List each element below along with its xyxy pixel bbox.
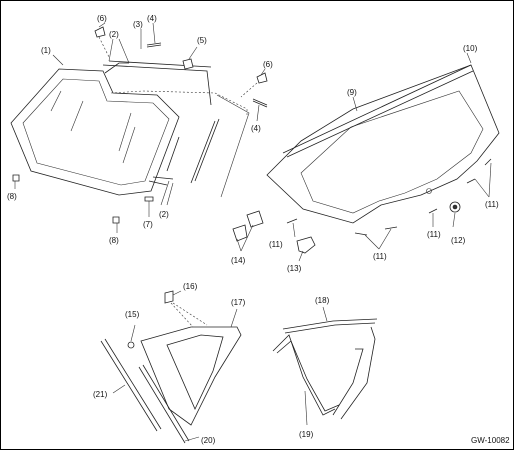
callout-18: (18) (315, 296, 330, 305)
windshield-group (10, 26, 268, 224)
dam-rubber-upper (104, 62, 129, 74)
part-11-clip-b (354, 232, 368, 236)
callout-2-upper: (2) (109, 30, 119, 39)
part-11-clip-d (466, 178, 476, 184)
part-6-upper (94, 26, 106, 38)
side-molding-right (190, 120, 216, 184)
callout-6-right: (6) (263, 60, 273, 69)
part-11-clip-c (428, 208, 438, 214)
windshield-frame-outline (110, 90, 248, 115)
callout-7: (7) (143, 220, 153, 229)
part-11-clip-a (286, 218, 298, 224)
windshield-glass (10, 68, 180, 196)
callout-labels: (1) (2) (3) (4) (5) (6) (6) (4) (2) (7) … (7, 14, 499, 445)
rear-molding-top (282, 64, 472, 154)
callout-13: (13) (287, 264, 302, 273)
callout-1: (1) (41, 46, 51, 55)
quarter-glass-group (100, 290, 378, 444)
callout-11-mid: (11) (427, 230, 441, 239)
part-4-upper (146, 42, 162, 46)
dam-rubber-lower (148, 180, 168, 186)
part-15-clip (127, 341, 135, 349)
callout-11-right: (11) (485, 200, 499, 209)
callout-5: (5) (197, 36, 207, 45)
quarter-glass-window (166, 334, 224, 410)
part-16-bracket (164, 290, 174, 304)
callout-16: (16) (183, 282, 198, 291)
leader-lines (14, 22, 492, 442)
callout-8-bottom: (8) (109, 236, 119, 245)
part-5-clip (182, 58, 194, 70)
callout-4-lower: (4) (251, 124, 261, 133)
part-13-stopper (296, 236, 316, 254)
quarter-molding-18 (282, 318, 378, 330)
callout-2-lower: (2) (159, 210, 169, 219)
rear-glass (266, 64, 500, 224)
windshield-inner-edge (22, 78, 170, 186)
callout-4-upper: (4) (147, 14, 157, 23)
part-4-lower (252, 98, 268, 106)
callout-6-upper: (6) (97, 14, 107, 23)
callout-9: (9) (347, 88, 357, 97)
callout-11-left: (11) (269, 240, 283, 249)
callout-3: (3) (133, 20, 143, 29)
callout-14: (14) (231, 256, 246, 265)
quarter-molding-21 (100, 340, 158, 432)
part-14-connector-a (232, 224, 248, 242)
part-14-connector-b (246, 210, 264, 228)
quarter-molding-20 (138, 366, 186, 444)
part-7-spacer (144, 196, 154, 202)
rear-glass-inner (300, 90, 484, 214)
callout-17: (17) (231, 298, 246, 307)
callout-19: (19) (299, 430, 314, 439)
callout-12: (12) (451, 236, 466, 245)
windshield-molding-top (102, 64, 212, 106)
part-8-bottom (112, 216, 120, 224)
diagram-code: GW-10082 (471, 436, 510, 445)
callout-11-lower: (11) (373, 252, 387, 261)
part-6-right (256, 72, 268, 84)
rear-glass-group (232, 64, 500, 254)
callout-20: (20) (201, 436, 216, 445)
callout-10: (10) (463, 44, 478, 53)
callout-21: (21) (93, 390, 108, 399)
callout-8-left: (8) (7, 192, 17, 201)
part-8-left (12, 174, 20, 182)
callout-15: (15) (125, 310, 140, 319)
quarter-molding-19 (272, 334, 336, 416)
